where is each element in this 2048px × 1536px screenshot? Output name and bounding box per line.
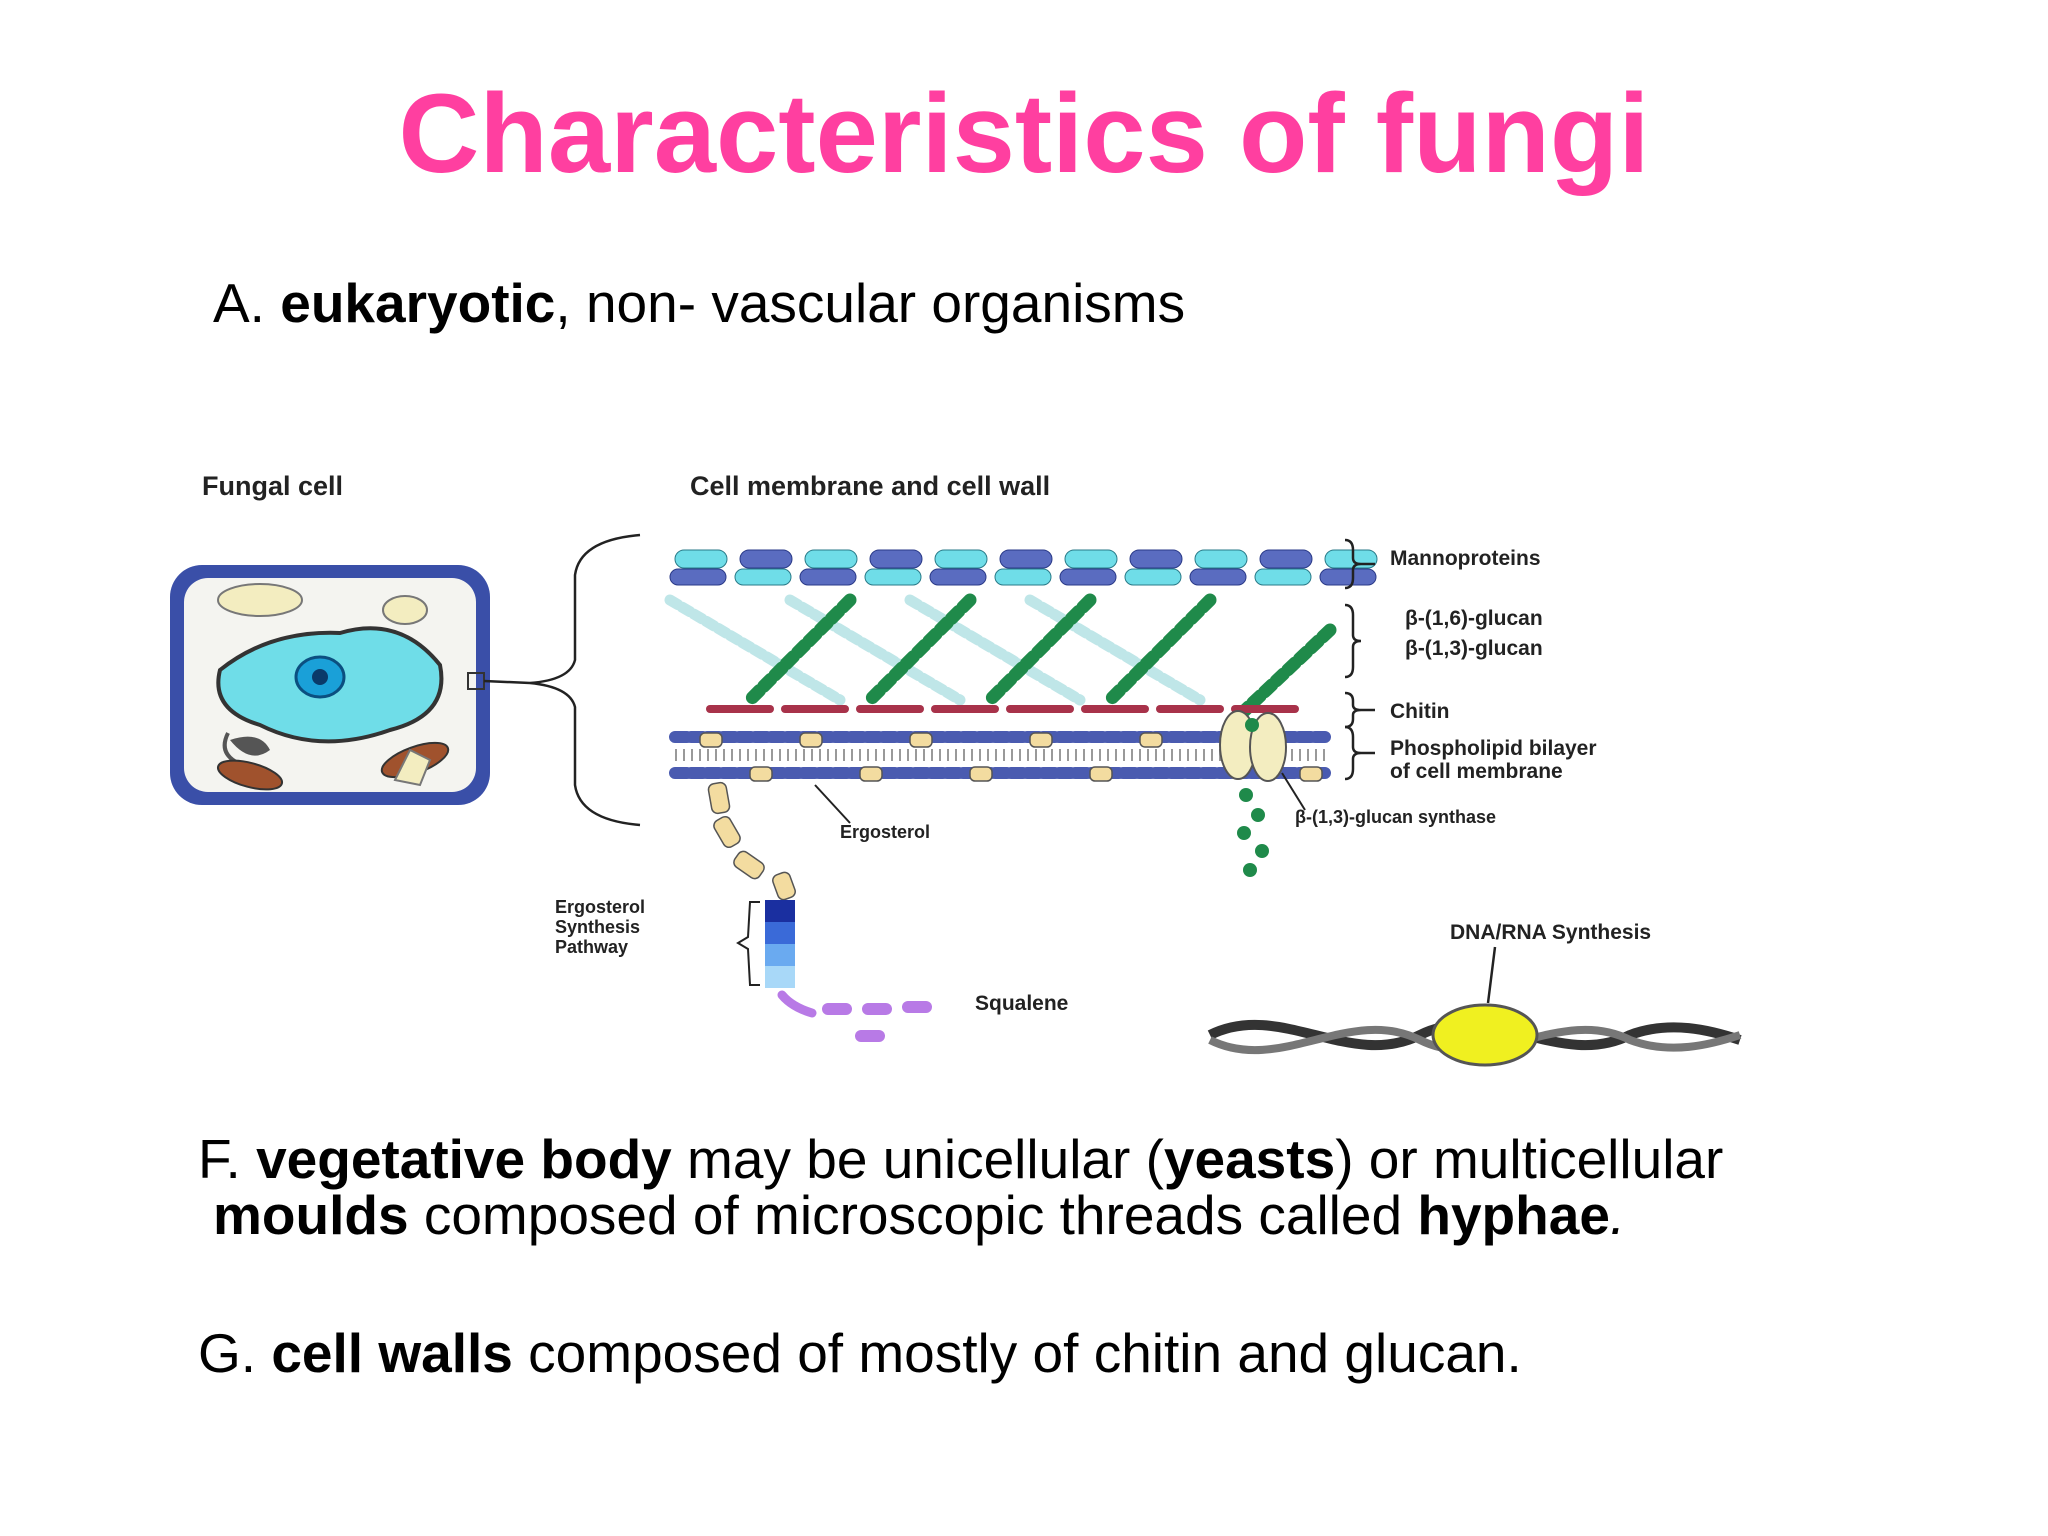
- point-f-text-1: may be unicellular (: [671, 1128, 1164, 1190]
- point-a-bold: eukaryotic: [280, 272, 556, 334]
- label-pathway-2: Synthesis: [555, 917, 640, 937]
- label-chitin: Chitin: [1390, 700, 1449, 723]
- glucan-lattice: [664, 593, 1337, 722]
- point-g-letter: G.: [198, 1322, 257, 1384]
- glucan-synthase: [1219, 710, 1287, 877]
- ergosterol-pathway: [707, 781, 932, 1042]
- point-g-bold: cell walls: [271, 1322, 513, 1384]
- mannoprotein-layer: [669, 549, 1378, 586]
- point-f-text-2: ) or multicellular: [1335, 1128, 1724, 1190]
- point-f-line-1: F. vegetative body may be unicellular (y…: [198, 1128, 1723, 1191]
- point-a-text: , non- vascular organisms: [555, 272, 1186, 334]
- point-f-letter: F.: [198, 1128, 241, 1190]
- point-f-text-4: .: [1609, 1184, 1626, 1246]
- zoom-bracket: [529, 533, 641, 827]
- point-f-text-3: composed of microscopic threads called: [408, 1184, 1418, 1246]
- label-pathway-3: Pathway: [555, 937, 628, 957]
- point-f-bold-2: yeasts: [1163, 1128, 1336, 1190]
- label-dna-rna: DNA/RNA Synthesis: [1450, 921, 1651, 944]
- label-pathway-1: Ergosterol: [555, 897, 645, 917]
- label-mannoproteins: Mannoproteins: [1390, 547, 1541, 570]
- point-f-bold-1: vegetative body: [256, 1128, 672, 1190]
- point-f-bold-3: moulds: [213, 1184, 409, 1246]
- membrane-wall-label: Cell membrane and cell wall: [690, 471, 1050, 501]
- point-g: G. cell walls composed of mostly of chit…: [198, 1322, 1522, 1385]
- label-bilayer-1: Phospholipid bilayer: [1390, 737, 1597, 760]
- label-glucan16: β-(1,6)-glucan: [1405, 607, 1543, 630]
- phospholipid-bilayer: [669, 731, 1331, 782]
- point-f-line-2: moulds composed of microscopic threads c…: [213, 1184, 1625, 1247]
- slide-title: Characteristics of fungi: [398, 71, 1650, 196]
- label-synthase: β-(1,3)-glucan synthase: [1295, 807, 1496, 827]
- label-squalene: Squalene: [975, 992, 1068, 1015]
- point-f-bold-4: hyphae: [1417, 1184, 1610, 1246]
- label-glucan13: β-(1,3)-glucan: [1405, 637, 1543, 660]
- label-bilayer-2: of cell membrane: [1390, 760, 1563, 783]
- fungal-cell-illustration: [170, 565, 490, 805]
- label-ergosterol: Ergosterol: [840, 822, 930, 842]
- point-g-text: composed of mostly of chitin and glucan.: [512, 1322, 1522, 1384]
- right-brackets: [1344, 538, 1375, 781]
- point-a-letter: A.: [213, 272, 265, 334]
- synthase-pointer: [1281, 772, 1306, 811]
- fungal-cell-diagram: Fungal cell Cell membrane and cell wall: [170, 471, 1742, 1067]
- fungal-cell-label: Fungal cell: [202, 471, 343, 501]
- polymerase-enzyme: [1431, 1003, 1539, 1067]
- dna-strand: [1207, 946, 1742, 1067]
- ergosterol-pointer: [814, 784, 851, 824]
- point-a: A. eukaryotic, non- vascular organisms: [213, 272, 1185, 335]
